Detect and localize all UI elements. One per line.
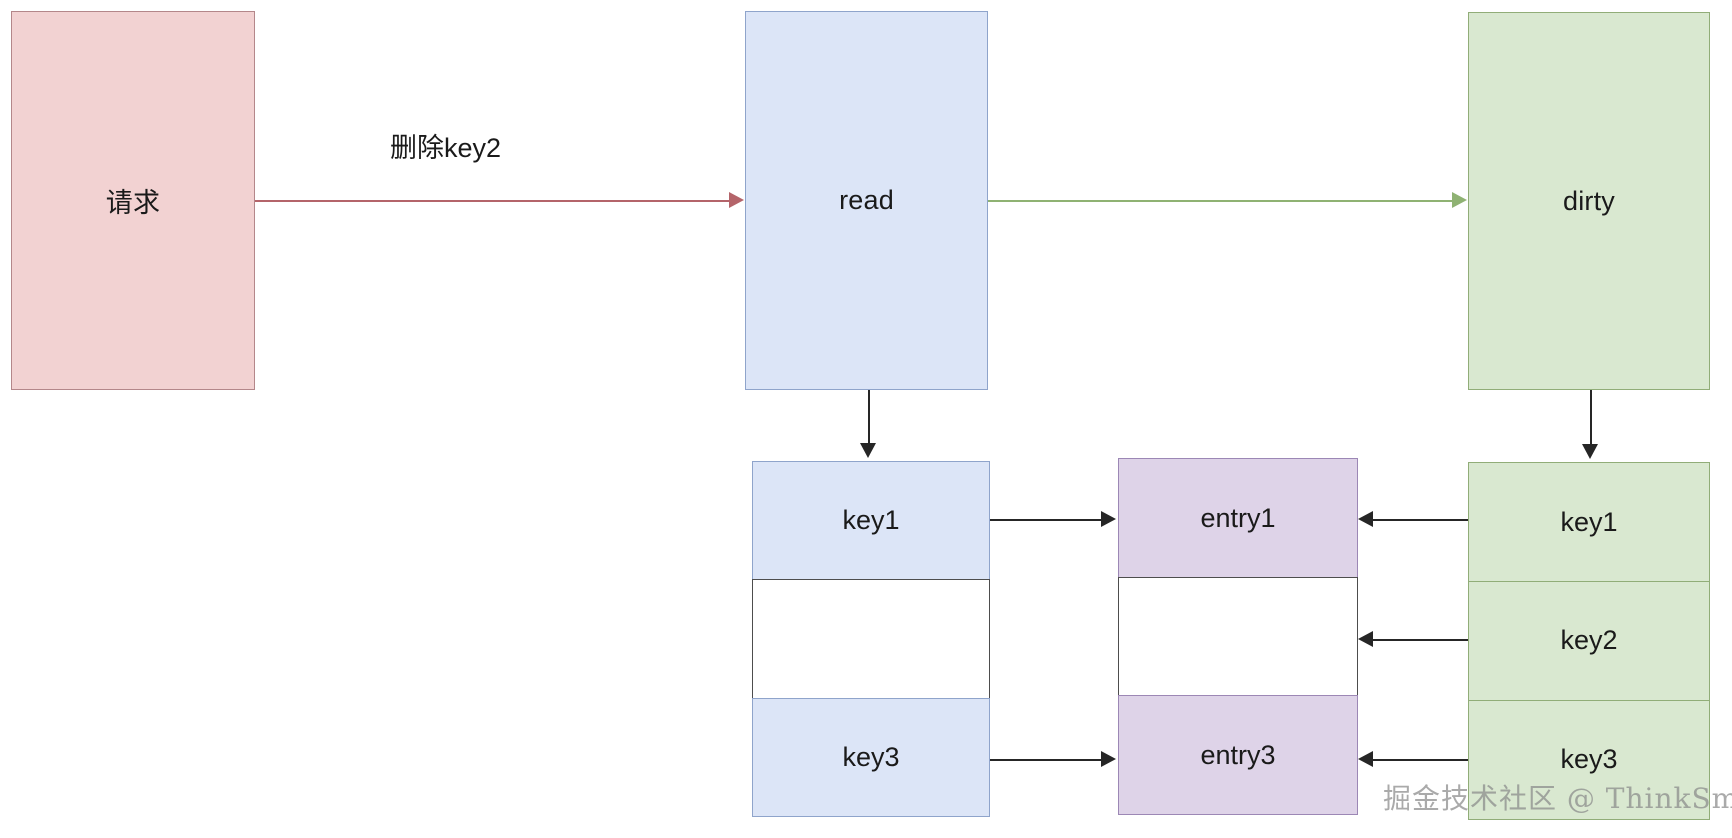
dirty-table-row-key2-label: key2 bbox=[1560, 625, 1618, 656]
node-dirty-label: dirty bbox=[1562, 185, 1615, 216]
edge-dirty-key1-to-entry1-arrowhead bbox=[1358, 511, 1373, 527]
edge-key1-to-entry1 bbox=[990, 519, 1103, 521]
dirty-table-row-key2[interactable]: key2 bbox=[1468, 580, 1710, 701]
entry-table-row-entry1[interactable]: entry1 bbox=[1118, 458, 1358, 578]
edge-read-to-dirty bbox=[988, 200, 1454, 202]
edge-key3-to-entry3 bbox=[990, 759, 1103, 761]
entry-table-row-entry1-label: entry1 bbox=[1200, 502, 1276, 533]
edge-dirty-key1-to-entry1 bbox=[1373, 519, 1468, 521]
dirty-table-row-key3[interactable]: key3 bbox=[1468, 699, 1710, 820]
edge-dirty-to-dirty-table bbox=[1590, 390, 1592, 446]
read-table-row-key3[interactable]: key3 bbox=[752, 697, 990, 818]
entry-table-row-entry3-label: entry3 bbox=[1200, 739, 1276, 770]
read-table-row-empty[interactable] bbox=[752, 579, 990, 699]
dirty-table: key1 key2 key3 bbox=[1468, 462, 1710, 822]
watermark: 掘金技术社区 @ ThinkSmart bbox=[1383, 782, 1732, 815]
node-dirty[interactable]: dirty bbox=[1468, 12, 1710, 390]
read-table: key1 key3 bbox=[752, 461, 990, 820]
dirty-table-row-key3-label: key3 bbox=[1560, 744, 1618, 775]
node-request-label: 请求 bbox=[105, 188, 161, 218]
entry-table: entry1 entry3 bbox=[1118, 458, 1358, 818]
edge-dirty-key3-to-entry3 bbox=[1373, 759, 1468, 761]
edge-dirty-key3-to-entry3-arrowhead bbox=[1358, 751, 1373, 767]
node-read-label: read bbox=[839, 185, 894, 215]
edge-request-to-read-label: 删除key2 bbox=[390, 133, 502, 163]
edge-read-to-read-table-arrowhead bbox=[860, 443, 876, 458]
read-table-row-key1-label: key1 bbox=[842, 505, 900, 536]
edge-dirty-to-dirty-table-arrowhead bbox=[1582, 444, 1598, 459]
entry-table-row-entry3[interactable]: entry3 bbox=[1118, 695, 1358, 816]
read-table-row-key3-label: key3 bbox=[842, 741, 900, 772]
edge-request-to-read bbox=[255, 200, 731, 202]
node-request[interactable]: 请求 bbox=[11, 11, 255, 390]
edge-request-to-read-arrowhead bbox=[729, 192, 744, 208]
edge-dirty-key2-to-entry-empty bbox=[1373, 639, 1468, 641]
dirty-table-row-key1[interactable]: key1 bbox=[1468, 462, 1710, 582]
edge-dirty-key2-to-entry-empty-arrowhead bbox=[1358, 631, 1373, 647]
entry-table-row-empty[interactable] bbox=[1118, 576, 1358, 697]
edge-read-to-read-table bbox=[868, 390, 870, 445]
read-table-row-key1[interactable]: key1 bbox=[752, 461, 990, 581]
edge-read-to-dirty-arrowhead bbox=[1452, 192, 1467, 208]
edge-key1-to-entry1-arrowhead bbox=[1101, 511, 1116, 527]
node-read[interactable]: read bbox=[745, 11, 988, 390]
edge-key3-to-entry3-arrowhead bbox=[1101, 751, 1116, 767]
dirty-table-row-key1-label: key1 bbox=[1560, 506, 1618, 537]
